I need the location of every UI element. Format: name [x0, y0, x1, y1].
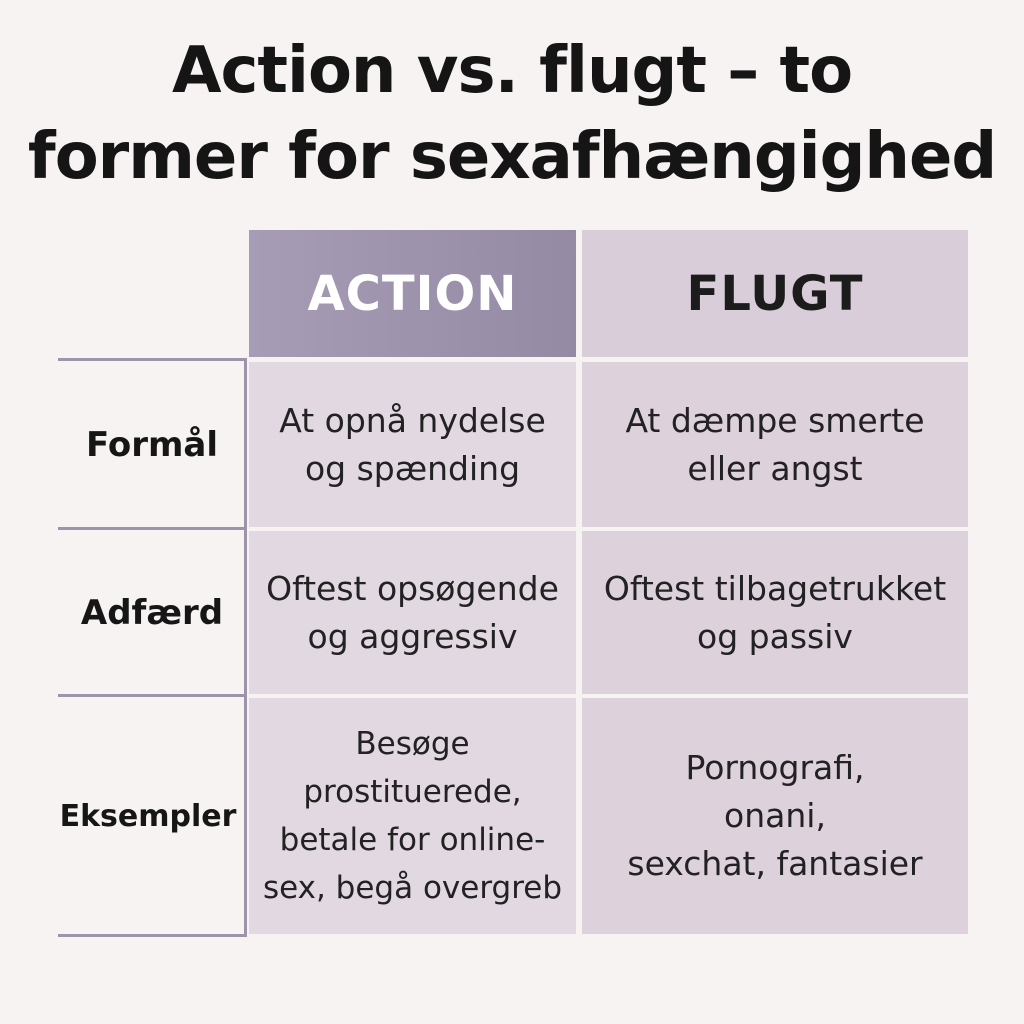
cell-formal-action-line: og spænding: [304, 448, 521, 488]
title-line-2: former for sexafhængighed: [27, 120, 997, 194]
row-divider: [58, 694, 247, 697]
cell-eksempler-action: Besøge prostituerede, betale for online-…: [249, 698, 576, 934]
cell-eksempler-flugt: Pornografi, onani, sexchat, fantasier: [582, 698, 968, 934]
cell-eksempler-action-line: sex, begå overgreb: [262, 870, 563, 906]
column-header-flugt-label: FLUGT: [686, 265, 864, 322]
cell-adfaerd-flugt-line: og passiv: [697, 616, 853, 656]
title-line-1: Action vs. flugt – to: [171, 34, 853, 108]
cell-eksempler-flugt-line: sexchat, fantasier: [627, 844, 923, 883]
cell-eksempler-action-line: Besøge: [355, 726, 470, 762]
cell-formal-flugt-line: eller angst: [687, 448, 863, 488]
cell-formal-flugt: At dæmpe smerte eller angst: [582, 362, 968, 527]
page-title: Action vs. flugt – to former for sexafhæ…: [0, 28, 1024, 200]
cell-formal-flugt-line: At dæmpe smerte: [625, 400, 925, 440]
cell-formal-action-line: At opnå nydelse: [279, 400, 546, 440]
cell-eksempler-flugt-line: Pornografi,: [685, 748, 865, 787]
cell-eksempler-flugt-line: onani,: [724, 796, 826, 835]
column-header-flugt: FLUGT: [582, 230, 968, 357]
column-divider: [244, 358, 247, 937]
row-label-adfaerd: Adfærd: [58, 531, 246, 694]
cell-adfaerd-action: Oftest opsøgende og aggressiv: [249, 531, 576, 694]
cell-formal-action: At opnå nydelse og spænding: [249, 362, 576, 527]
row-label-eksempler: Eksempler: [50, 698, 246, 934]
row-label-formal: Formål: [58, 362, 246, 527]
cell-adfaerd-flugt: Oftest tilbagetrukket og passiv: [582, 531, 968, 694]
column-header-action-label: ACTION: [307, 265, 518, 322]
row-label-adfaerd-text: Adfærd: [80, 592, 224, 633]
row-divider: [58, 527, 247, 530]
cell-adfaerd-action-line: Oftest opsøgende: [266, 568, 559, 608]
row-label-formal-text: Formål: [86, 424, 218, 465]
column-header-action: ACTION: [249, 230, 576, 357]
row-divider: [58, 358, 247, 361]
cell-eksempler-action-line: prostituerede,: [303, 774, 522, 810]
row-divider: [58, 934, 247, 937]
cell-eksempler-action-line: betale for online-: [279, 822, 546, 858]
cell-adfaerd-flugt-line: Oftest tilbagetrukket: [603, 568, 947, 608]
cell-adfaerd-action-line: og aggressiv: [307, 616, 518, 656]
row-label-eksempler-text: Eksempler: [59, 798, 237, 834]
